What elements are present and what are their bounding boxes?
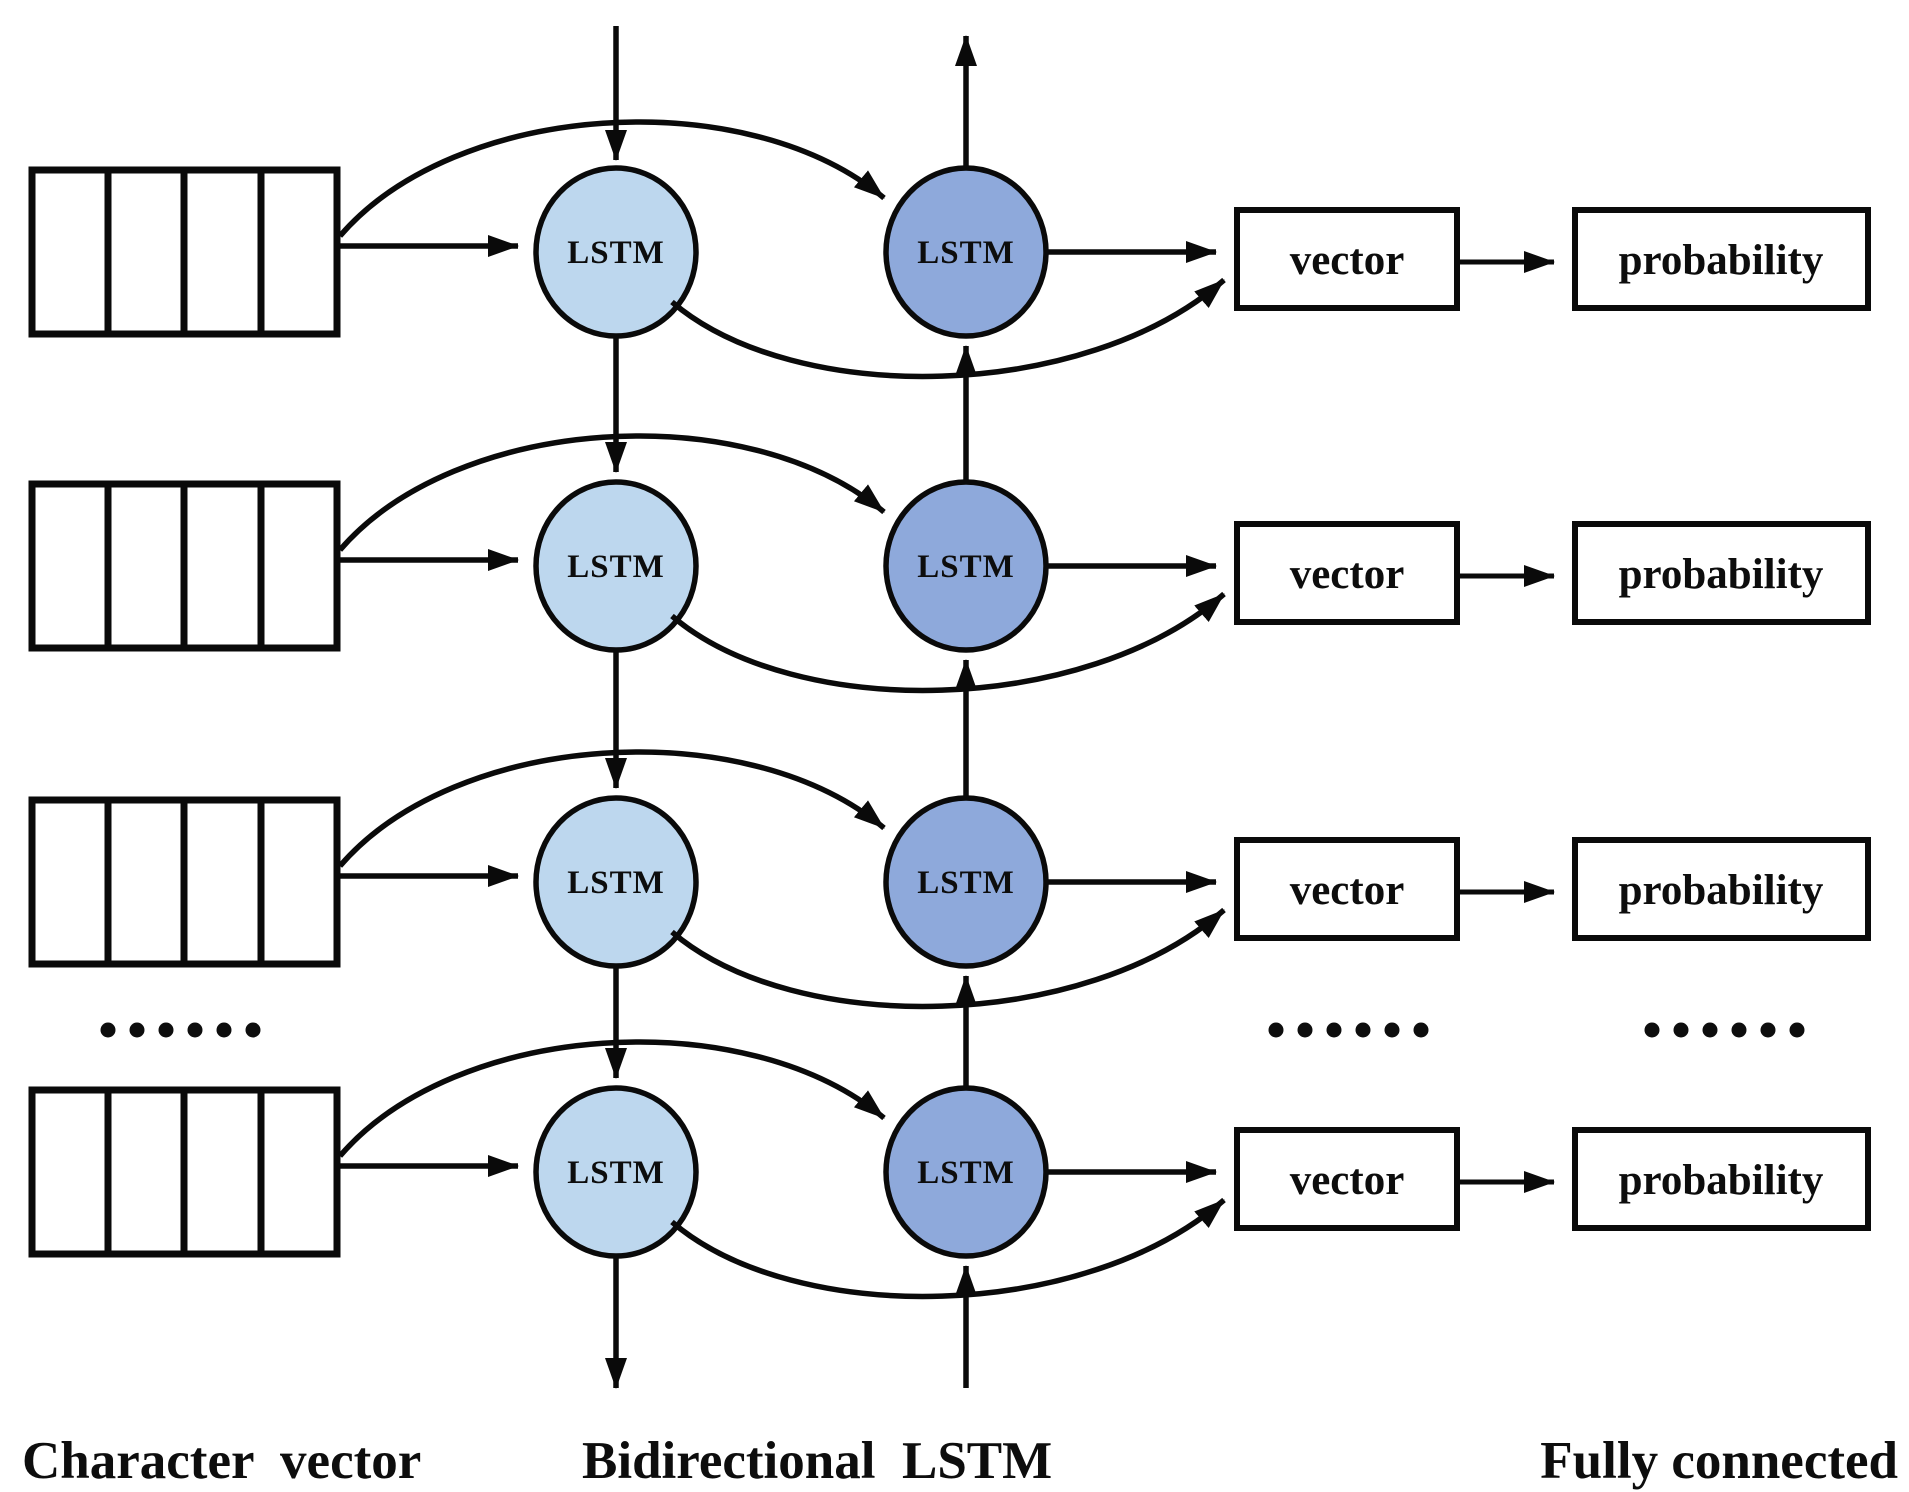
label-fully-connected: Fully connected: [1540, 1432, 1898, 1490]
label-bidirectional-lstm: Bidirectional LSTM: [582, 1432, 1052, 1490]
backward-lstm-label: LSTM: [917, 549, 1015, 585]
vector-label: vector: [1290, 867, 1405, 914]
probability-label: probability: [1619, 551, 1824, 598]
forward-lstm-label: LSTM: [567, 549, 665, 585]
forward-lstm-label: LSTM: [567, 865, 665, 901]
row-labels: LSTM LSTM vector probability LSTM LSTM v…: [567, 235, 1824, 1204]
probability-label: probability: [1619, 1157, 1824, 1204]
ellipsis-groups: [100, 1022, 1805, 1038]
ellipsis-dots: [100, 1022, 261, 1038]
vector-label: vector: [1290, 551, 1405, 598]
forward-lstm-label: LSTM: [567, 1155, 665, 1191]
vector-label: vector: [1290, 237, 1405, 284]
backward-lstm-label: LSTM: [917, 235, 1015, 271]
probability-label: probability: [1619, 237, 1824, 284]
diagram-rows: [32, 122, 1868, 1296]
forward-lstm-label: LSTM: [567, 235, 665, 271]
backward-lstm-label: LSTM: [917, 865, 1015, 901]
probability-label: probability: [1619, 867, 1824, 914]
recurrent-chains: [605, 26, 977, 1389]
vector-label: vector: [1290, 1157, 1405, 1204]
ellipsis-dots: [1268, 1022, 1429, 1038]
footer-labels: Character vector Bidirectional LSTM Full…: [22, 1432, 1898, 1490]
label-character-vector: Character vector: [22, 1432, 421, 1490]
backward-lstm-label: LSTM: [917, 1155, 1015, 1191]
ellipsis-dots: [1644, 1022, 1805, 1038]
